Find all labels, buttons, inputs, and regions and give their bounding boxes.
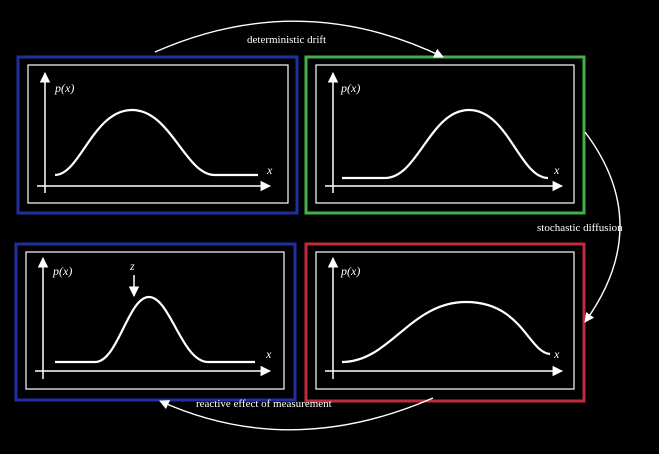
y-axis-label: p(x)	[54, 81, 74, 95]
density-curve	[341, 300, 551, 364]
measurement-effect-label: reactive effect of measurement	[196, 398, 332, 410]
measurement-marker-label: z	[129, 259, 135, 273]
panel-top-right: p(x) x	[304, 55, 586, 215]
panel-inner-frame	[315, 64, 575, 204]
panel-border	[304, 55, 586, 215]
x-axis-label: x	[265, 347, 272, 361]
panel-top-left: p(x) x	[16, 55, 299, 215]
panel-inner-frame	[25, 251, 285, 390]
panel-border	[14, 242, 297, 402]
stochastic-diffusion-label: stochastic diffusion	[537, 222, 623, 234]
panel-border	[304, 242, 586, 403]
panel-border	[16, 55, 299, 215]
density-curve	[342, 108, 549, 180]
density-curve	[54, 108, 258, 177]
x-axis-label: x	[266, 163, 273, 177]
panel-inner-frame	[315, 251, 575, 390]
x-axis-label: x	[553, 347, 560, 361]
drift-arrow	[154, 20, 444, 58]
panel-inner-frame	[27, 64, 289, 204]
diffusion-arrow	[584, 131, 621, 323]
deterministic-drift-label: deterministic drift	[247, 34, 327, 46]
measurement-feedback-arrow	[159, 397, 434, 431]
x-axis-label: x	[553, 163, 560, 177]
y-axis-label: p(x)	[340, 81, 360, 95]
panel-bottom-right: p(x) x	[304, 242, 586, 403]
density-curve	[55, 295, 255, 364]
panel-bottom-left: p(x) x z	[14, 242, 297, 402]
y-axis-label: p(x)	[340, 264, 360, 278]
y-axis-label: p(x)	[52, 264, 72, 278]
